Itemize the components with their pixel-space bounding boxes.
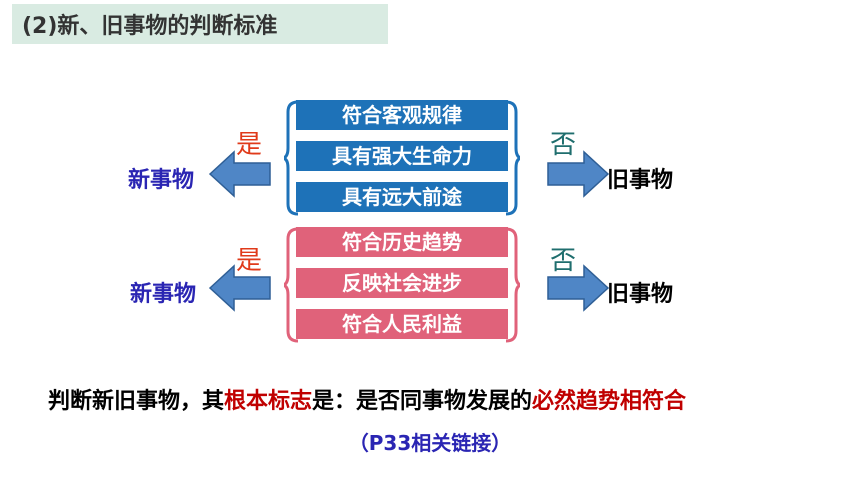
yes-label: 是 [236, 246, 263, 276]
conclusion-sentence: 判断新旧事物，其根本标志是：是否同事物发展的必然趋势相符合 [48, 383, 686, 415]
criterion-box: 符合人民利益 [296, 309, 508, 339]
criterion-box: 具有远大前途 [296, 182, 508, 212]
conclusion-part: 判断新旧事物，其 [48, 389, 225, 414]
left-arrow-icon [208, 264, 271, 312]
bracket-icon [284, 100, 520, 216]
left-arrow-icon [208, 150, 271, 198]
no-label: 否 [550, 246, 577, 276]
title-banner [12, 4, 388, 44]
page-reference: （P33相关链接） [348, 431, 512, 455]
bracket-icon [284, 227, 520, 343]
conclusion-part: 是：是否同事物发展的 [312, 389, 533, 414]
old-thing-label: 旧事物 [607, 168, 674, 193]
new-thing-label: 新事物 [130, 282, 197, 307]
page-title: (2)新、旧事物的判断标准 [22, 14, 278, 39]
conclusion-emphasis: 必然趋势相符合 [532, 389, 687, 414]
criterion-box: 符合客观规律 [296, 100, 508, 130]
no-label: 否 [550, 130, 577, 160]
criterion-box: 符合历史趋势 [296, 227, 508, 257]
yes-label: 是 [236, 130, 263, 160]
new-thing-label: 新事物 [128, 168, 195, 193]
criterion-box: 具有强大生命力 [296, 141, 508, 171]
old-thing-label: 旧事物 [607, 282, 674, 307]
right-arrow-icon [547, 150, 610, 198]
criterion-box: 反映社会进步 [296, 268, 508, 298]
right-arrow-icon [547, 264, 610, 312]
conclusion-emphasis: 根本标志 [224, 389, 313, 414]
